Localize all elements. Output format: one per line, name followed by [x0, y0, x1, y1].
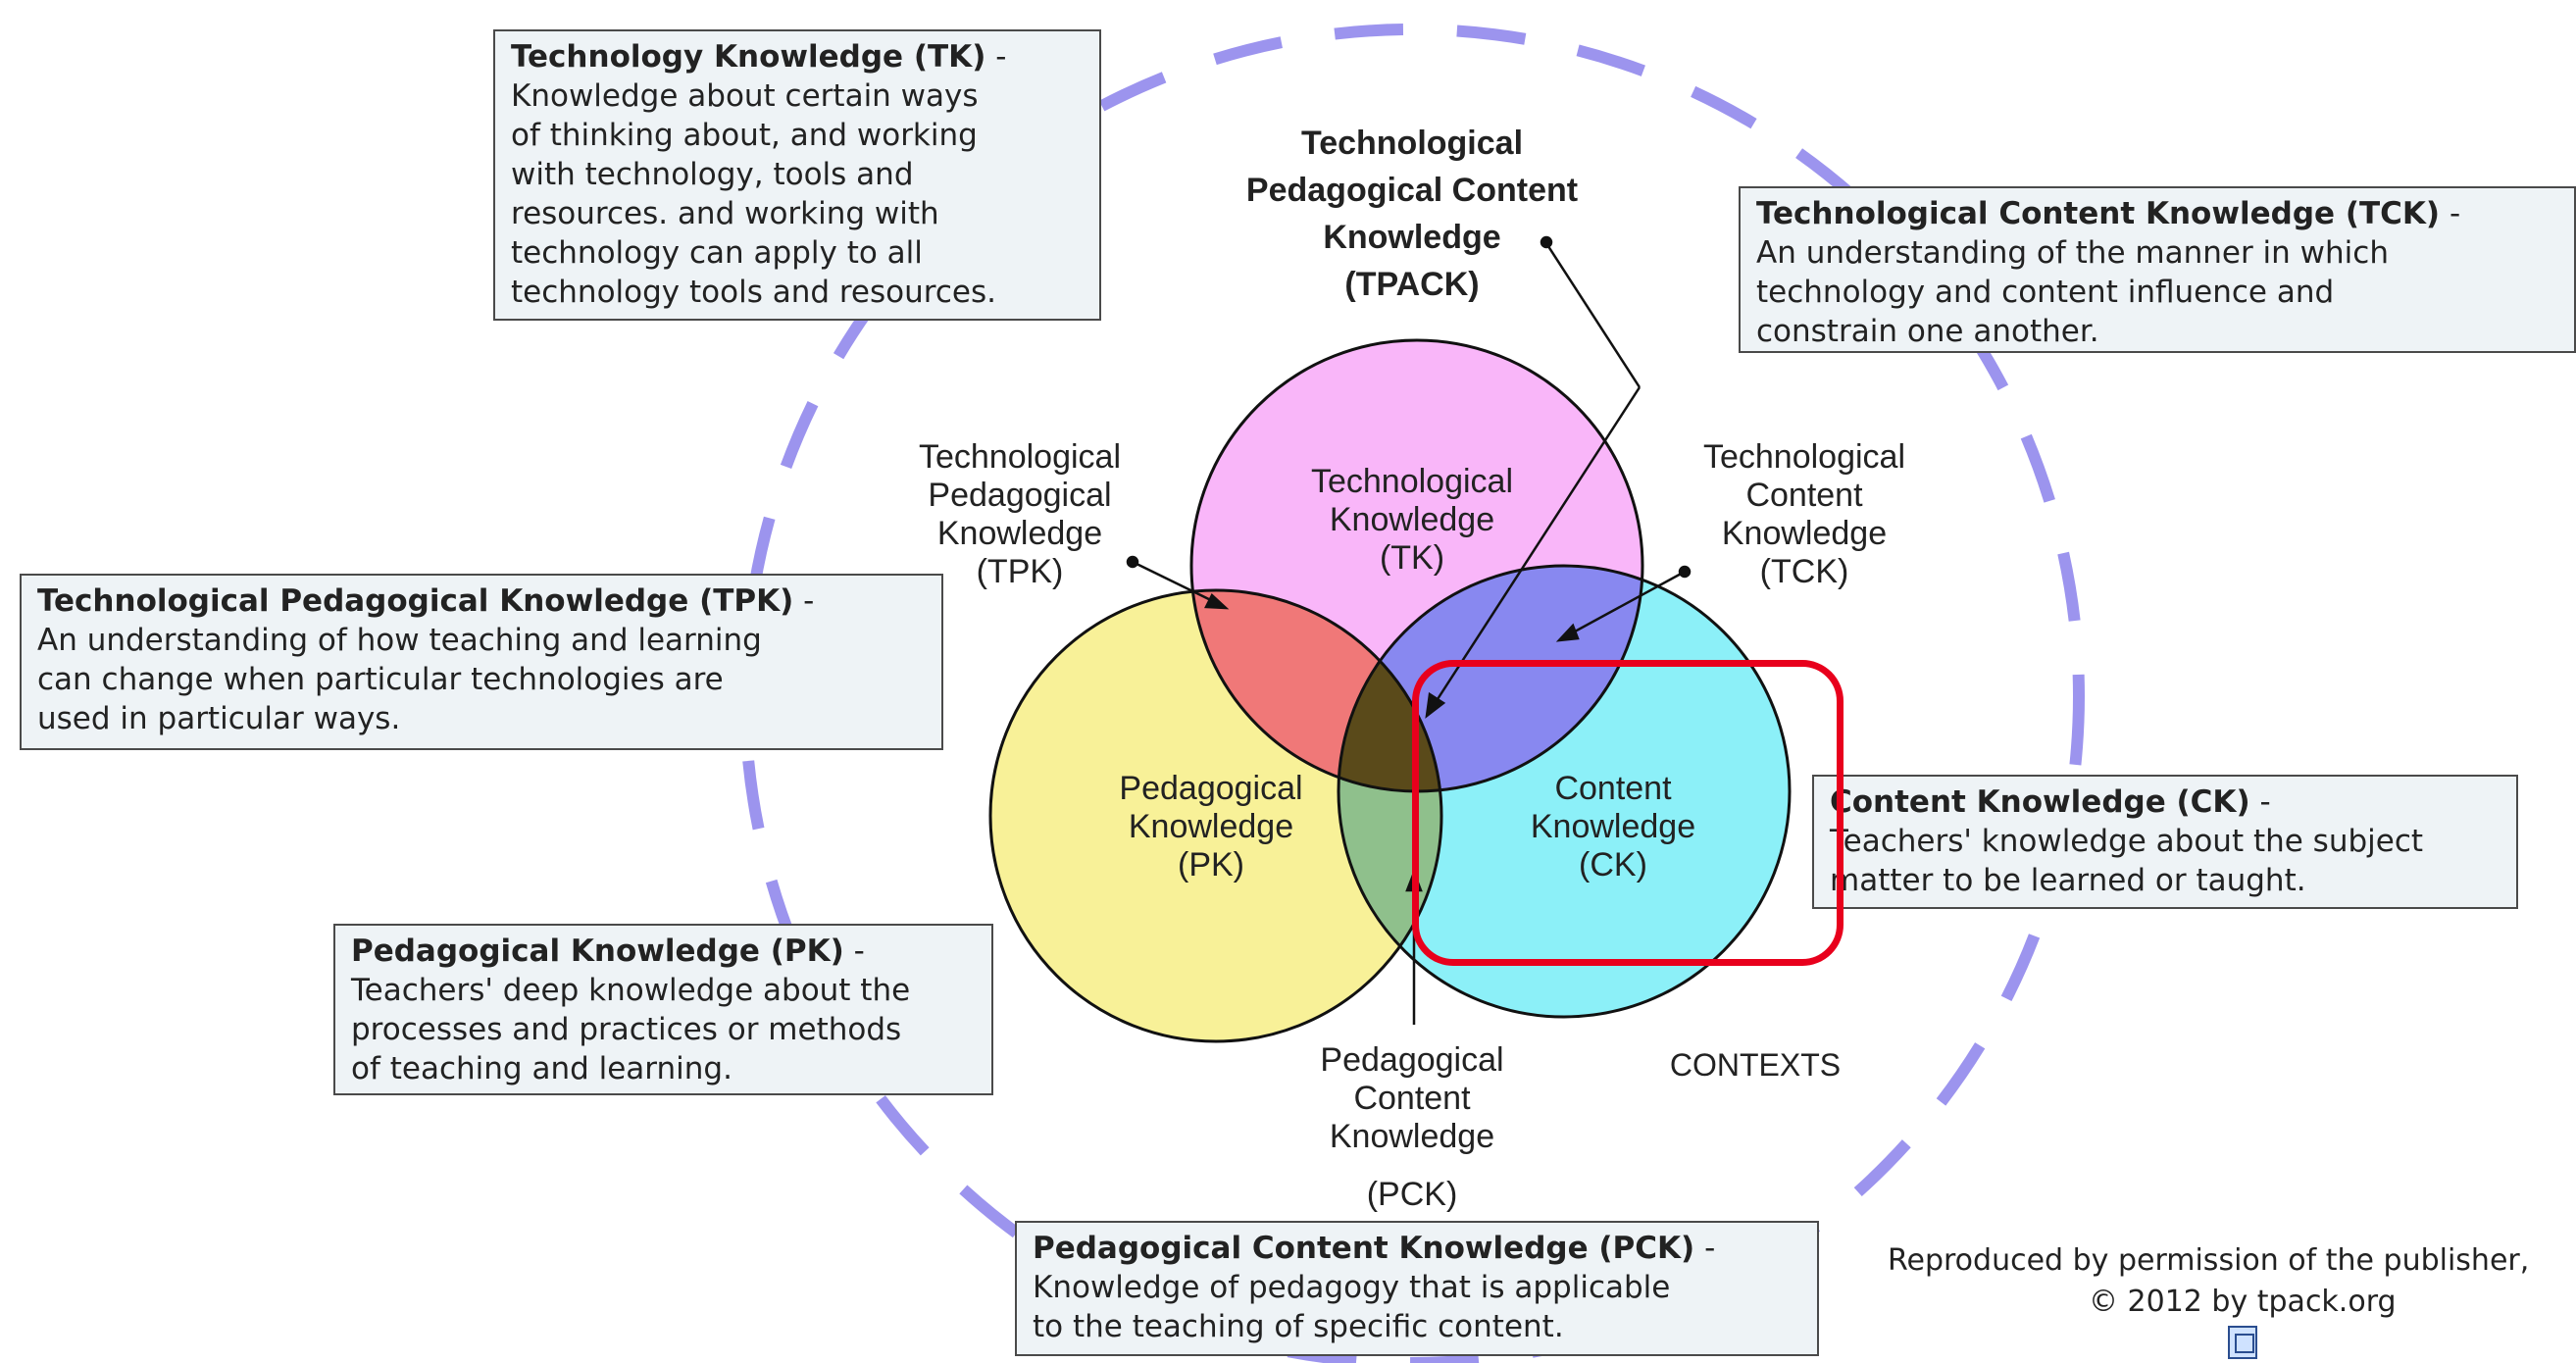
contexts-label: CONTEXTS — [1669, 1047, 1842, 1083]
pk-box-dash: - — [843, 934, 865, 969]
tck-description-box: Technological Content Knowledge (TCK) - … — [1739, 186, 2576, 353]
document-icon[interactable] — [2228, 1326, 2257, 1359]
tpk-pointer-arrowhead — [1204, 592, 1230, 610]
tk-description-box: Technology Knowledge (TK) - Knowledge ab… — [493, 29, 1101, 321]
pk-circle-outline — [988, 588, 1443, 1043]
credit-line-2: © 2012 by tpack.org — [2089, 1285, 2397, 1319]
tck-box-line: technology and content influence and — [1756, 275, 2335, 310]
tk-box-title: Technology Knowledge (TK) — [511, 39, 986, 75]
tck-box-line: constrain one another. — [1756, 314, 2099, 349]
pk-box-line: Teachers' deep knowledge about the — [351, 973, 911, 1008]
ck-box-dash: - — [2249, 784, 2271, 820]
tck-pointer — [1563, 570, 1686, 639]
tpack-pointer — [1542, 239, 1642, 388]
tck-pointer-dot — [1678, 565, 1692, 579]
tpk-overlap — [1191, 590, 1441, 791]
tck-box-title: Technological Content Knowledge (TCK) — [1756, 196, 2441, 231]
pck-box-dash: - — [1694, 1231, 1716, 1266]
tpk-box-line: can change when particular technologies … — [37, 662, 724, 697]
tpk-pointer — [1132, 560, 1222, 607]
tpk-box-title: Technological Pedagogical Knowledge (TPK… — [37, 583, 794, 619]
tpk-description-box: Technological Pedagogical Knowledge (TPK… — [20, 574, 943, 750]
ck-description-box: Content Knowledge (CK) - Teachers' knowl… — [1812, 775, 2518, 909]
ck-box-line: Teachers' knowledge about the subject — [1830, 824, 2424, 859]
tpk-box-line: An understanding of how teaching and lea… — [37, 623, 762, 658]
pck-box-line: Knowledge of pedagogy that is applicable — [1033, 1270, 1671, 1305]
ck-box-title: Content Knowledge (CK) — [1830, 784, 2250, 820]
tk-box-line: resources. and working with — [511, 196, 939, 231]
tpk-box-line: used in particular ways. — [37, 701, 401, 736]
pk-box-title: Pedagogical Knowledge (PK) — [351, 934, 844, 969]
tpk-box-dash: - — [793, 583, 815, 619]
tck-box-dash: - — [2440, 196, 2461, 231]
tk-box-line: Knowledge about certain ways — [511, 78, 979, 114]
tk-box-line: technology tools and resources. — [511, 275, 996, 310]
tk-box-line: of thinking about, and working — [511, 118, 978, 153]
tpk-pointer-dot — [1126, 555, 1139, 569]
pk-box-line: of teaching and learning. — [351, 1051, 732, 1086]
tpack-pointer-dot — [1540, 235, 1553, 249]
ck-box-line: matter to be learned or taught. — [1830, 863, 2306, 898]
ck-highlight-rectangle — [1412, 660, 1844, 966]
tck-pointer-arrowhead — [1555, 623, 1580, 642]
pck-description-box: Pedagogical Content Knowledge (PCK) - Kn… — [1015, 1221, 1819, 1356]
pk-description-box: Pedagogical Knowledge (PK) - Teachers' d… — [333, 924, 993, 1095]
pk-box-line: processes and practices or methods — [351, 1012, 902, 1047]
tck-box-line: An understanding of the manner in which — [1756, 235, 2389, 271]
tk-box-dash: - — [985, 39, 1007, 75]
tk-box-line: with technology, tools and — [511, 157, 914, 192]
credit-line-1: Reproduced by permission of the publishe… — [1888, 1243, 2530, 1278]
tk-box-line: technology can apply to all — [511, 235, 923, 271]
pck-box-line: to the teaching of specific content. — [1033, 1309, 1564, 1344]
ck-circle-outline — [1337, 564, 1792, 1019]
pck-box-title: Pedagogical Content Knowledge (PCK) — [1033, 1231, 1695, 1266]
